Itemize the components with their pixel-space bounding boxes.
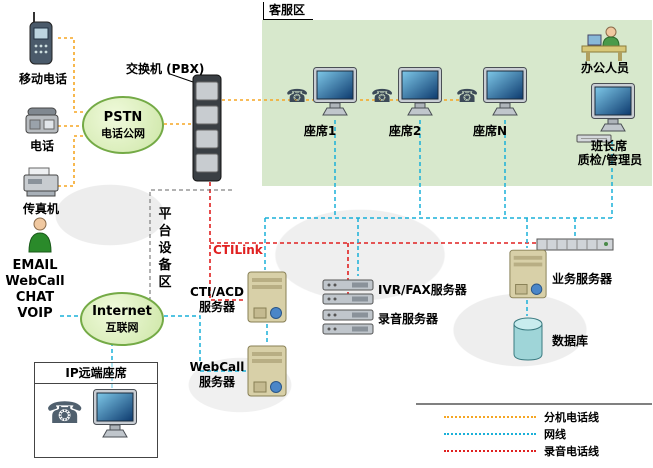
extension-line-label: 分机电话线: [544, 411, 599, 424]
remote-phone-icon: ☎: [46, 396, 84, 431]
cti-acd-label-1: CTI/ACD: [190, 285, 244, 299]
channel-chat: CHAT: [15, 290, 55, 305]
user-person-icon: [26, 216, 54, 258]
cti-acd-server-icon: [246, 270, 288, 328]
recording-server-label: 录音服务器: [378, 312, 439, 326]
ivr-rack-icon: [322, 276, 374, 295]
agentN-phone-icon: ☎: [456, 86, 479, 107]
recording-rack-icon: [322, 320, 374, 339]
agent2-phone-icon: ☎: [371, 86, 394, 107]
ivr-fax-label: IVR/FAX服务器: [378, 283, 467, 297]
channel-email: EMAIL: [12, 258, 58, 273]
supervisor-label-1: 班长席: [590, 139, 627, 153]
network-line-swatch: [444, 433, 536, 435]
legend-item-recording-line: 录音电话线: [444, 443, 599, 459]
database-icon: [512, 316, 544, 366]
trunk-strip-icon: [536, 236, 614, 255]
webcall-server-icon: [246, 344, 288, 402]
recording-line-label: 录音电话线: [544, 445, 599, 458]
internet-cloud: Internet 互联网: [80, 292, 164, 346]
office-staff-icon: [580, 24, 628, 66]
supervisor-label-2: 质检/管理员: [577, 153, 643, 167]
pstn-subtitle: 电话公网: [101, 126, 145, 140]
channel-webcall: WebCall: [5, 274, 65, 289]
agent1-phone-icon: ☎: [286, 86, 309, 107]
remote-monitor-icon: [92, 388, 138, 444]
webcall-label-1: WebCall: [189, 360, 245, 374]
pstn-title: PSTN: [103, 109, 143, 125]
fax-icon: [22, 166, 60, 204]
internet-subtitle: 互联网: [105, 320, 139, 334]
agent2-label: 座席2: [388, 124, 422, 138]
business-server-icon: [508, 248, 548, 304]
business-server-label: 业务服务器: [552, 272, 613, 286]
ivr-rack-icon: [322, 290, 374, 309]
cti-acd-label-2: 服务器: [198, 300, 235, 314]
agent1-label: 座席1: [303, 124, 337, 138]
legend-item-network-line: 网线: [444, 426, 566, 442]
recording-line-swatch: [444, 450, 536, 452]
channel-voip: VOIP: [17, 306, 53, 321]
network-line-label: 网线: [544, 428, 566, 441]
pbx-tower-icon: [192, 74, 222, 186]
fax-label: 传真机: [22, 202, 59, 216]
platform-zone-label: 平 台 设 备 区: [158, 207, 172, 290]
agent2-monitor-icon: [397, 66, 443, 122]
agentN-monitor-icon: [482, 66, 528, 122]
extension-line-swatch: [444, 416, 536, 418]
mobile-phone-icon: [26, 10, 56, 72]
database-label: 数据库: [552, 334, 589, 348]
agentN-label: 座席N: [472, 124, 508, 138]
pstn-cloud: PSTN 电话公网: [82, 96, 164, 154]
phone-icon: [24, 106, 60, 140]
pbx-label: 交换机 (PBX): [126, 62, 205, 76]
supervisor-keyboard-icon: [576, 128, 612, 147]
office-staff-label: 办公人员: [580, 61, 629, 75]
channel-list: EMAIL WebCall CHAT VOIP: [0, 258, 70, 322]
customer-service-label: 客服区: [263, 2, 314, 20]
mobile-phone-label: 移动电话: [18, 72, 67, 86]
supervisor-monitor-icon: [590, 82, 636, 138]
ctilink-label: CTILink: [213, 243, 263, 257]
recording-rack-icon: [322, 306, 374, 325]
phone-label: 电话: [29, 139, 54, 153]
internet-title: Internet: [92, 303, 152, 319]
legend-item-extension-line: 分机电话线: [444, 409, 599, 425]
remote-agent-title: IP远端座席: [35, 363, 157, 384]
agent1-monitor-icon: [312, 66, 358, 122]
webcall-label-2: 服务器: [198, 375, 235, 389]
